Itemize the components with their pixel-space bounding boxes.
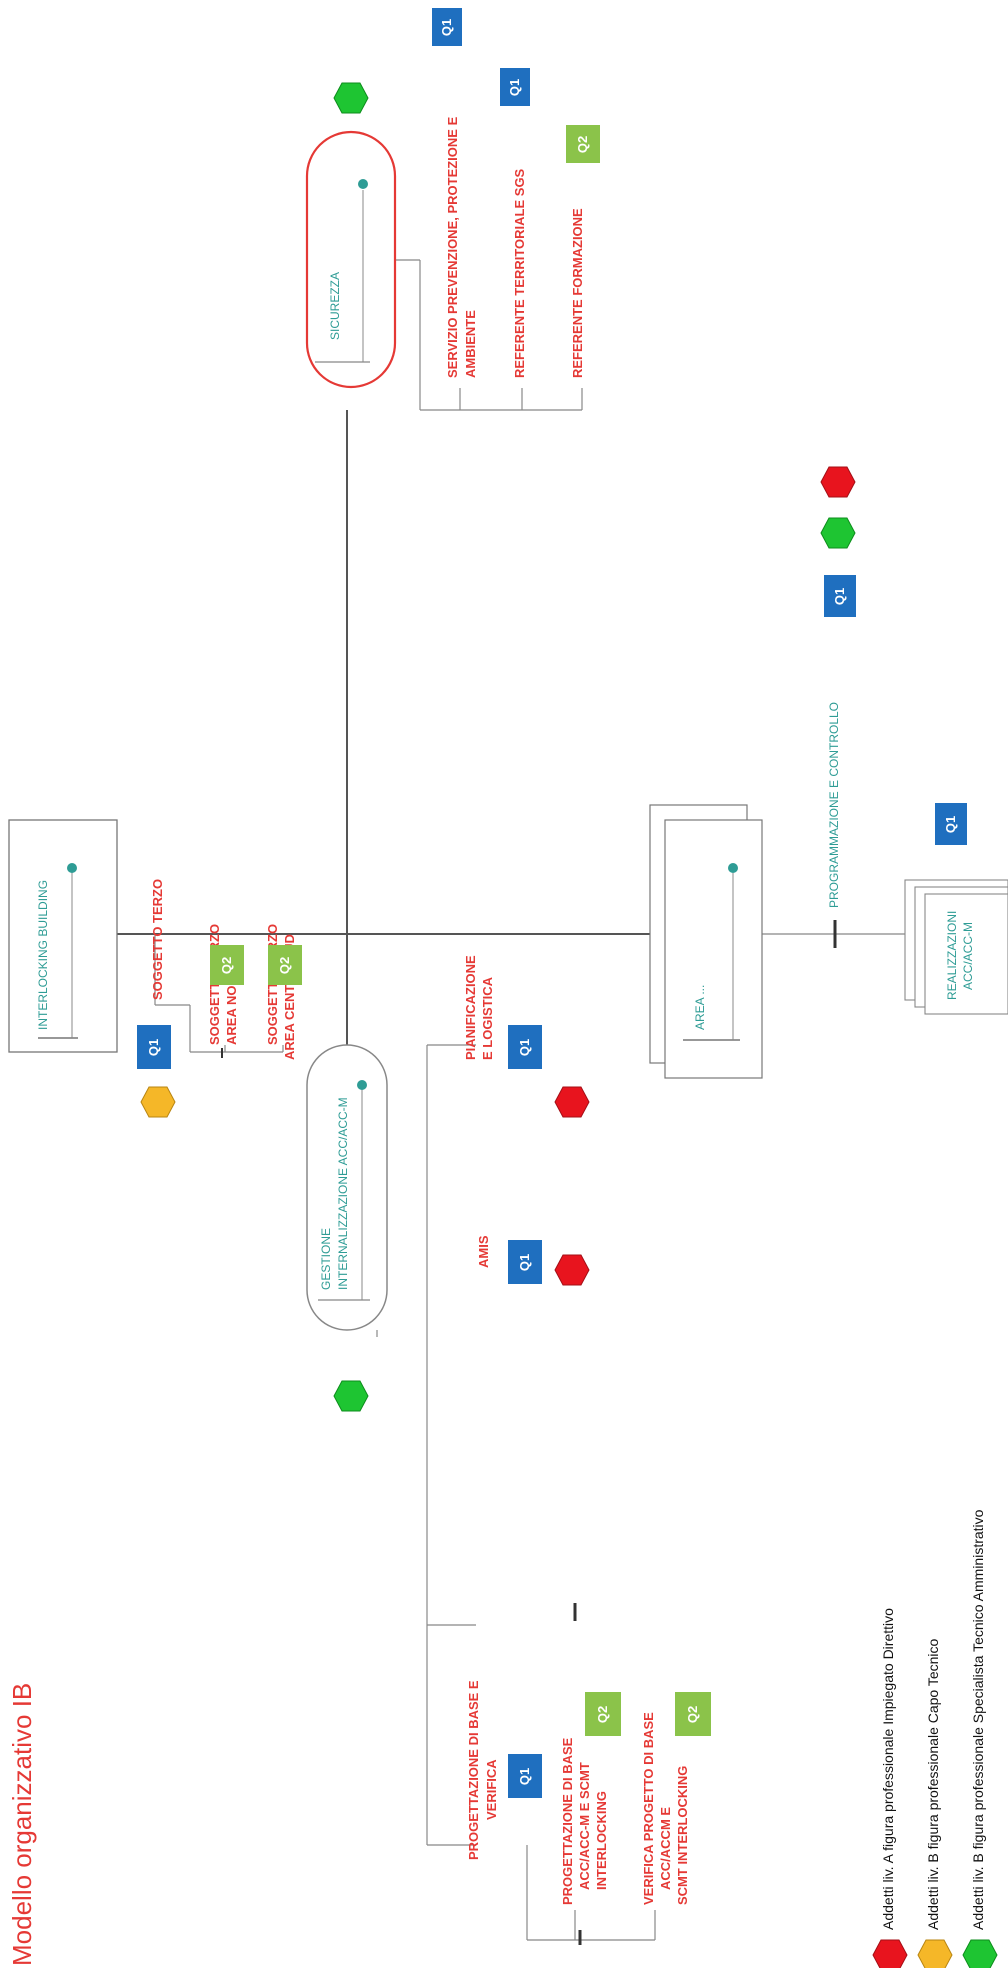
q1-badge-pianificazione: Q1	[508, 1025, 542, 1069]
q2-badge-verifica: Q2	[675, 1692, 711, 1736]
q2-badge-soggetto-sud: Q2	[268, 945, 302, 985]
q1-badge-soggetto-terzo: Q1	[137, 1025, 171, 1069]
soggetto-terzo-label: SOGGETTO TERZO	[150, 878, 165, 1000]
interlocking-building-box	[8, 819, 118, 1053]
legend-red-hex-icon	[872, 1939, 908, 1968]
progettazione-label-line1: PROGETTAZIONE DI BASE E	[466, 1680, 481, 1860]
referente-formazione-label: REFERENTE FORMAZIONE	[570, 208, 585, 378]
verifica-label-line1: VERIFICA PROGETTO DI BASE	[641, 1712, 656, 1905]
legend-green-hex-icon	[962, 1939, 998, 1968]
servizio-label-line1: SERVIZIO PREVENZIONE, PROTEZIONE E	[445, 116, 460, 378]
pianificazione-label-line2: E LOGISTICA	[480, 976, 495, 1060]
q1-badge-servizio: Q1	[432, 8, 462, 46]
area-box	[664, 819, 763, 1079]
progettazione-label-line2: VERIFICA	[484, 1759, 499, 1820]
realizzazioni-label-line1: REALIZZAZIONI	[945, 910, 959, 1000]
prog-base-label-line2: ACC/ACC-M E SCMT	[577, 1762, 592, 1890]
area-node-dot	[728, 863, 738, 873]
interlocking-node-dot	[67, 863, 77, 873]
sicurezza-node-dot	[358, 179, 368, 189]
red-hex-icon	[820, 466, 856, 498]
legend-red-text: Addetti liv. A figura professionale Impi…	[880, 1608, 896, 1930]
q1-badge-realizzazioni: Q1	[935, 803, 967, 845]
gestione-node-dot	[357, 1080, 367, 1090]
red-hex-icon	[554, 1254, 590, 1286]
green-hex-icon	[820, 517, 856, 549]
legend-green-text: Addetti liv. B figura professionale Spec…	[970, 1509, 986, 1930]
realizzazioni-box	[924, 893, 1008, 1015]
realizzazioni-label-line2: ACC/ACC-M	[961, 922, 975, 990]
legend-yellow-hex-icon	[917, 1939, 953, 1968]
green-hex-icon	[333, 1380, 369, 1412]
q2-badge-formazione: Q2	[566, 125, 600, 163]
yellow-hex-icon	[140, 1086, 176, 1118]
legend-yellow-text: Addetti liv. B figura professionale Capo…	[925, 1638, 941, 1930]
verifica-label-line3: SCMT INTERLOCKING	[675, 1765, 690, 1905]
pianificazione-label-line1: PIANIFICAZIONE	[463, 955, 478, 1060]
q2-badge-soggetto-nord: Q2	[210, 945, 244, 985]
page-title: Modello organizzativo IB	[7, 1682, 37, 1966]
area-label: AREA ...	[693, 984, 707, 1030]
q1-badge-progettazione: Q1	[508, 1754, 542, 1798]
red-hex-icon	[554, 1086, 590, 1118]
q1-badge-programmazione: Q1	[824, 575, 856, 617]
q2-badge-prog-base: Q2	[585, 1692, 621, 1736]
sicurezza-label: SICUREZZA	[328, 271, 342, 340]
gestione-label-line2: INTERNALIZZAZIONE ACC/ACC-M	[336, 1097, 350, 1290]
verifica-label-line2: ACC/ACCM E	[658, 1806, 673, 1890]
q1-badge-sgs: Q1	[500, 68, 530, 106]
amis-label: AMIS	[476, 1235, 491, 1269]
q1-badge-amis: Q1	[508, 1240, 542, 1284]
green-hex-icon	[333, 82, 369, 114]
interlocking-building-label: INTERLOCKING BUILDING	[36, 879, 50, 1030]
prog-base-label-line1: PROGETTAZIONE DI BASE	[560, 1737, 575, 1905]
prog-base-label-line3: INTERLOCKING	[594, 1791, 609, 1890]
sicurezza-capsule	[305, 130, 397, 389]
gestione-capsule	[306, 1044, 388, 1331]
servizio-label-line2: AMBIENTE	[463, 310, 478, 378]
referente-sgs-label: REFERENTE TERRITORIALE SGS	[512, 168, 527, 378]
programmazione-label: PROGRAMMAZIONE E CONTROLLO	[827, 701, 841, 908]
gestione-label-line1: GESTIONE	[319, 1227, 333, 1290]
